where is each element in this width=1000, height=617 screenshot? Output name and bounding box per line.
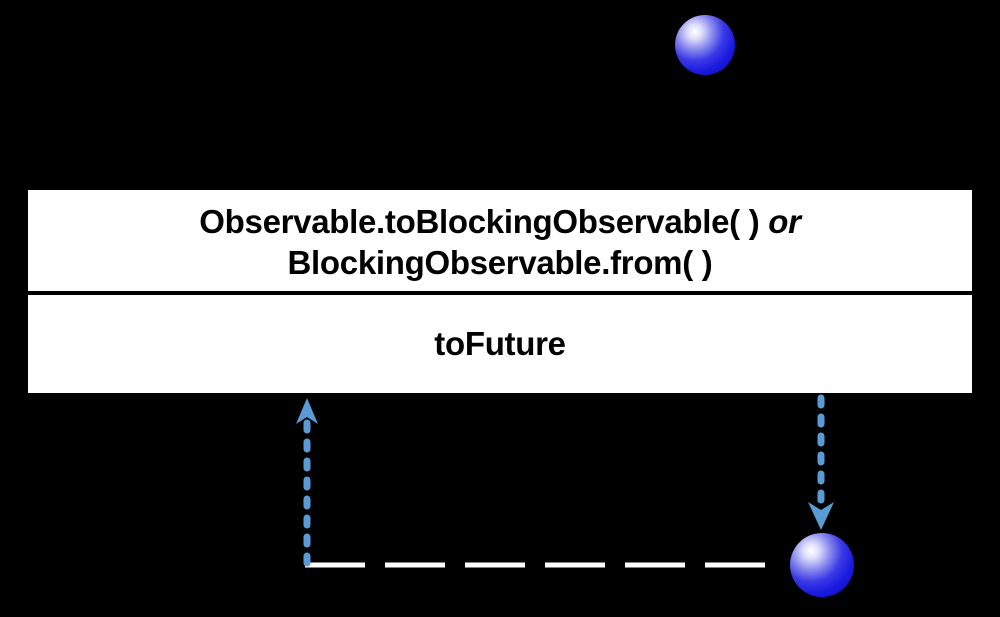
operator-subtitle: toFuture — [434, 325, 566, 362]
emit-arrow — [808, 394, 834, 530]
operator-title-line-1-emphasis: or — [768, 202, 801, 240]
operator-title-line-2: BlockingObservable.from( ) — [287, 243, 713, 281]
operator-title-line-1: Observable.toBlockingObservable( ) or — [199, 201, 801, 242]
subscribe-arrow-head — [296, 398, 318, 424]
source-marble-1 — [675, 15, 735, 75]
operator-title-panel: Observable.toBlockingObservable( ) or Bl… — [28, 190, 972, 291]
result-marble-1 — [790, 533, 854, 597]
operator-subtitle-panel: toFuture — [28, 295, 972, 393]
operator-title-line-1-prefix: Observable.toBlockingObservable( ) — [199, 202, 769, 240]
subscribe-arrow — [296, 398, 318, 567]
operator-divider — [28, 291, 972, 295]
operator-box: Observable.toBlockingObservable( ) or Bl… — [28, 190, 972, 393]
emit-arrow-head — [808, 502, 834, 530]
